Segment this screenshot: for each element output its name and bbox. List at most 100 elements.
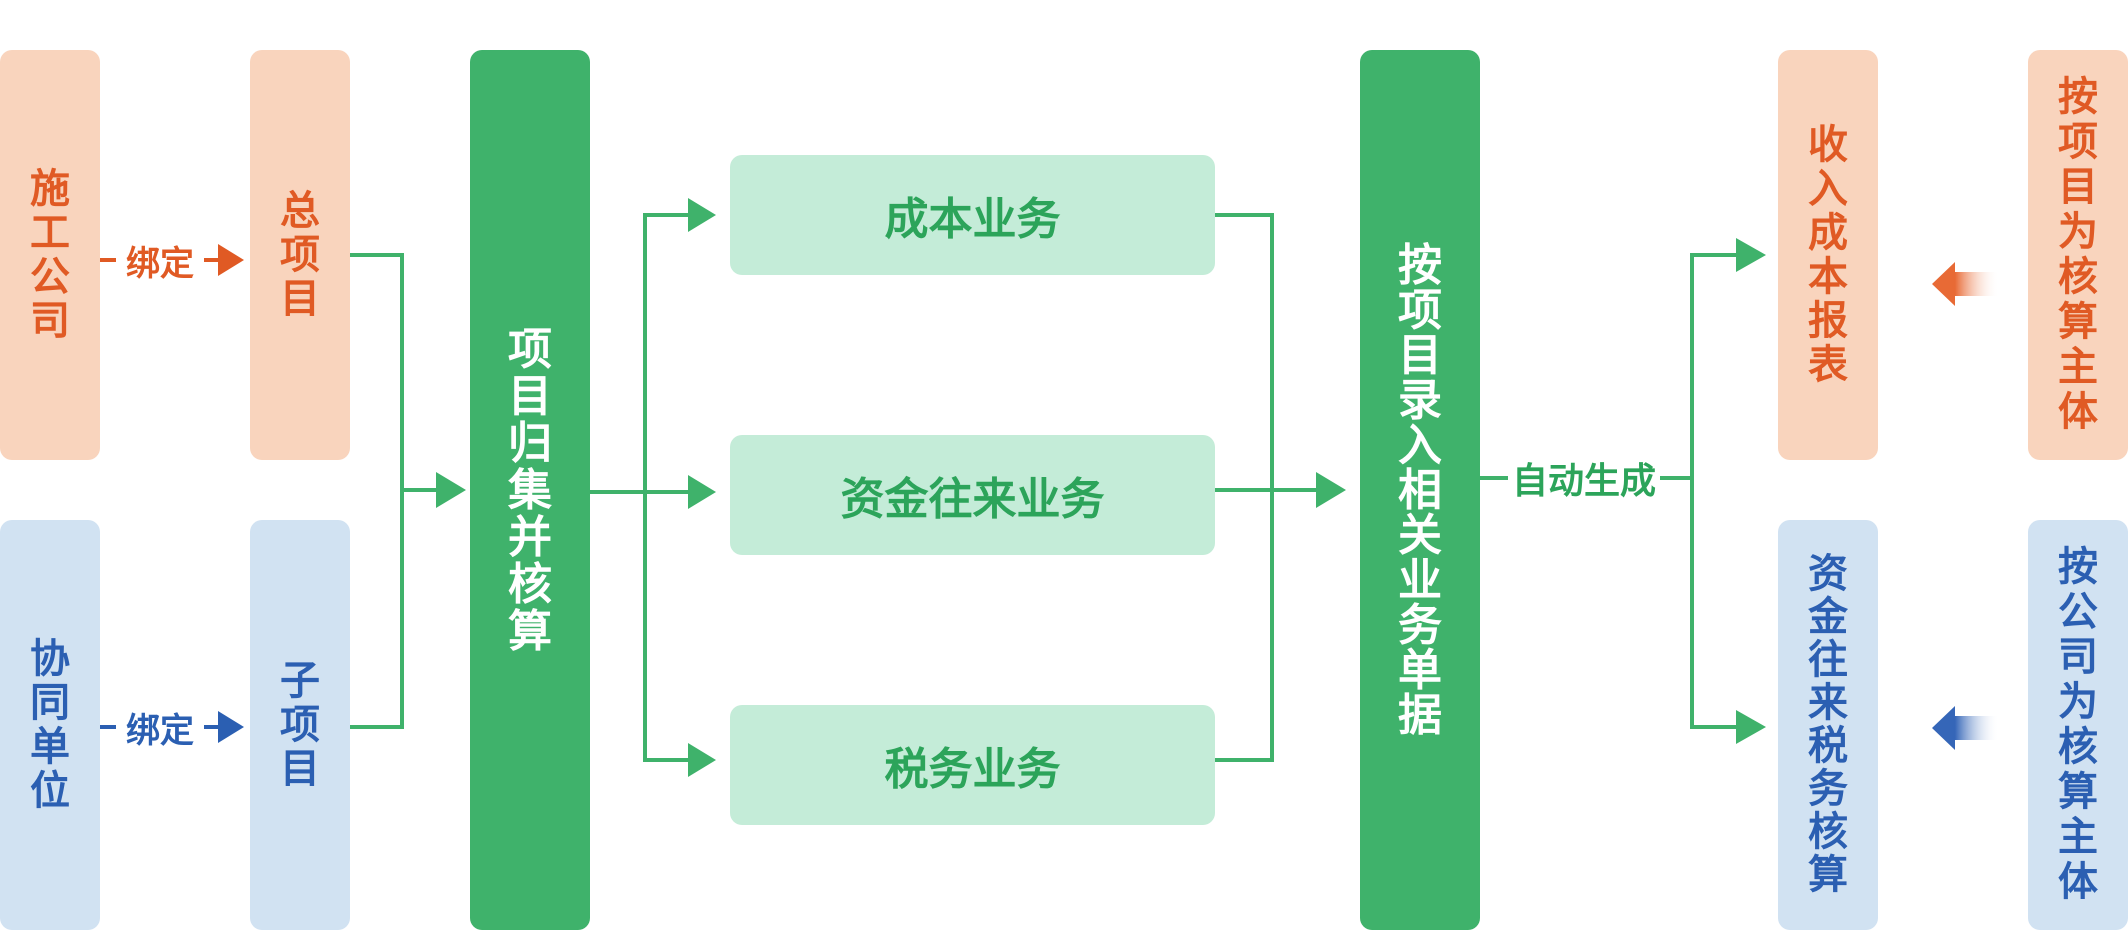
generate-arrow-top bbox=[1736, 238, 1766, 272]
vertical-char: 目 bbox=[2058, 164, 2098, 210]
merge-arrow bbox=[436, 472, 466, 508]
vertical-char: 项 bbox=[2058, 119, 2098, 165]
vertical-char: 主 bbox=[2058, 814, 2098, 860]
vertical-char: 单 bbox=[1398, 644, 1442, 696]
partner-label: 协同单位 bbox=[30, 637, 70, 813]
business-tax-label: 税务业务 bbox=[884, 744, 1061, 795]
business-funds-label: 资金往来业务 bbox=[840, 474, 1105, 525]
vertical-char: 项 bbox=[508, 323, 552, 375]
bind-label-top: 绑定 bbox=[126, 243, 194, 284]
vertical-char: 并 bbox=[508, 511, 552, 563]
vertical-char: 项 bbox=[1398, 284, 1442, 336]
partner-box: 协同单位 bbox=[0, 520, 100, 930]
split-connector bbox=[590, 213, 692, 762]
split-arrow-cost bbox=[688, 198, 716, 232]
vertical-char: 成 bbox=[1808, 210, 1848, 256]
business-tax-box: 税务业务 bbox=[730, 705, 1215, 825]
vertical-char: 入 bbox=[1808, 166, 1848, 212]
vertical-char: 目 bbox=[508, 370, 552, 422]
vertical-char: 往 bbox=[1808, 637, 1848, 683]
basis-project-label: 按项目为核算主体 bbox=[2058, 75, 2098, 435]
generate-arrow-bottom bbox=[1736, 710, 1766, 744]
join-connector bbox=[1215, 213, 1318, 762]
vertical-char: 公 bbox=[2058, 589, 2098, 635]
join-arrow bbox=[1316, 472, 1346, 508]
vertical-char: 按 bbox=[1398, 239, 1442, 291]
business-cost-label: 成本业务 bbox=[884, 194, 1061, 245]
report-income-cost-box: 收入成本报表 bbox=[1778, 50, 1878, 460]
vertical-char: 算 bbox=[1808, 852, 1848, 898]
vertical-char: 务 bbox=[1808, 766, 1848, 812]
report-income-cost-label: 收入成本报表 bbox=[1808, 123, 1848, 387]
vertical-char: 单 bbox=[30, 724, 70, 770]
auto-generate-label: 自动生成 bbox=[1511, 461, 1656, 502]
vertical-char: 为 bbox=[2058, 209, 2098, 255]
vertical-char: 业 bbox=[1398, 554, 1442, 606]
vertical-char: 算 bbox=[508, 605, 552, 657]
basis-project-box: 按项目为核算主体 bbox=[2028, 50, 2128, 460]
vertical-char: 工 bbox=[30, 210, 70, 256]
vertical-char: 算 bbox=[2058, 299, 2098, 345]
vertical-char: 来 bbox=[1808, 680, 1848, 726]
vertical-char: 同 bbox=[30, 680, 70, 726]
vertical-char: 本 bbox=[1808, 254, 1848, 300]
vertical-char: 项 bbox=[280, 232, 320, 278]
vertical-char: 项 bbox=[280, 702, 320, 748]
vertical-char: 表 bbox=[1808, 342, 1848, 388]
vertical-char: 据 bbox=[1398, 689, 1442, 741]
vertical-char: 资 bbox=[1808, 551, 1848, 597]
vertical-char: 核 bbox=[508, 558, 552, 610]
vertical-char: 税 bbox=[1808, 723, 1848, 769]
vertical-char: 相 bbox=[1398, 464, 1442, 516]
basis-company-box: 按公司为核算主体 bbox=[2028, 520, 2128, 930]
sub-project-label: 子项目 bbox=[280, 659, 320, 791]
vertical-char: 报 bbox=[1808, 298, 1848, 344]
report-funds-tax-box: 资金往来税务核算 bbox=[1778, 520, 1878, 930]
merge-connector bbox=[350, 253, 440, 729]
vertical-char: 总 bbox=[280, 188, 320, 234]
business-funds-box: 资金往来业务 bbox=[730, 435, 1215, 555]
entry-label: 按项目录入相关业务单据 bbox=[1398, 243, 1442, 738]
vertical-char: 算 bbox=[2058, 769, 2098, 815]
vertical-char: 位 bbox=[30, 768, 70, 814]
vertical-char: 公 bbox=[30, 254, 70, 300]
vertical-char: 金 bbox=[1808, 594, 1848, 640]
vertical-char: 目 bbox=[1398, 329, 1442, 381]
vertical-char: 为 bbox=[2058, 679, 2098, 725]
split-arrow-tax bbox=[688, 743, 716, 777]
vertical-char: 按 bbox=[2058, 74, 2098, 120]
vertical-char: 务 bbox=[1398, 599, 1442, 651]
basis-company-label: 按公司为核算主体 bbox=[2058, 545, 2098, 905]
fade-arrow-orange bbox=[1932, 262, 1999, 306]
vertical-char: 入 bbox=[1398, 419, 1442, 471]
sub-project-box: 子项目 bbox=[250, 520, 350, 930]
vertical-char: 子 bbox=[280, 658, 320, 704]
aggregate-label: 项目归集并核算 bbox=[508, 326, 552, 655]
fade-arrow-blue bbox=[1932, 706, 1999, 750]
vertical-char: 核 bbox=[2058, 254, 2098, 300]
vertical-char: 收 bbox=[1808, 122, 1848, 168]
vertical-char: 体 bbox=[2058, 389, 2098, 435]
company-label: 施工公司 bbox=[30, 167, 70, 343]
split-arrow-funds bbox=[688, 475, 716, 509]
vertical-char: 司 bbox=[30, 298, 70, 344]
vertical-char: 关 bbox=[1398, 509, 1442, 561]
vertical-char: 录 bbox=[1398, 374, 1442, 426]
master-project-box: 总项目 bbox=[250, 50, 350, 460]
vertical-char: 协 bbox=[30, 636, 70, 682]
vertical-char: 司 bbox=[2058, 634, 2098, 680]
report-funds-tax-label: 资金往来税务核算 bbox=[1808, 553, 1848, 897]
vertical-char: 归 bbox=[508, 417, 552, 469]
bind-label-bottom: 绑定 bbox=[126, 710, 194, 751]
vertical-char: 目 bbox=[280, 746, 320, 792]
vertical-char: 核 bbox=[1808, 809, 1848, 855]
vertical-char: 体 bbox=[2058, 859, 2098, 905]
master-project-label: 总项目 bbox=[280, 189, 320, 321]
aggregate-box: 项目归集并核算 bbox=[470, 50, 590, 930]
vertical-char: 按 bbox=[2058, 544, 2098, 590]
vertical-char: 目 bbox=[280, 276, 320, 322]
company-box: 施工公司 bbox=[0, 50, 100, 460]
vertical-char: 施 bbox=[30, 166, 70, 212]
business-cost-box: 成本业务 bbox=[730, 155, 1215, 275]
